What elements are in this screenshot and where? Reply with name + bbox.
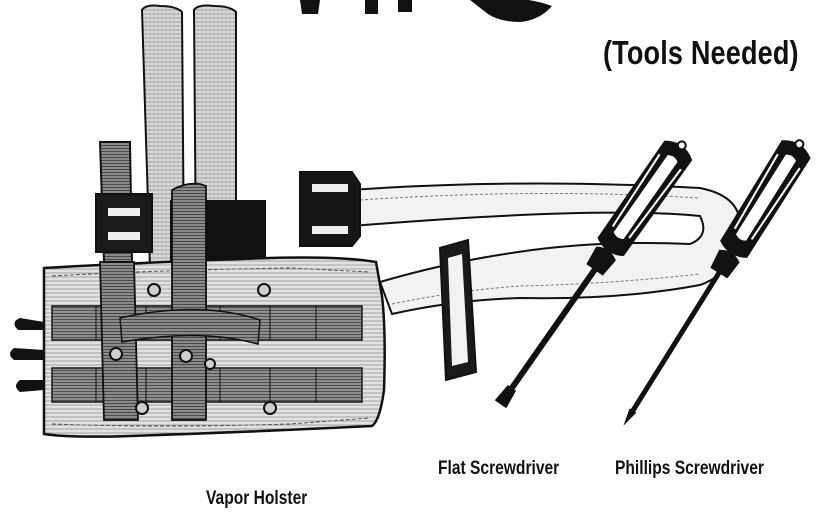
flat-screwdriver-icon (494, 140, 693, 409)
flat-screwdriver-label: Flat Screwdriver (438, 458, 560, 479)
side-release-buckle (95, 193, 153, 253)
phillips-screwdriver-icon (623, 139, 811, 426)
holster-illustration (10, 4, 742, 438)
vapor-holster-label: Vapor Holster (206, 488, 308, 509)
phillips-screwdriver-label: Phillips Screwdriver (615, 458, 764, 479)
tools-needed-heading: (Tools Needed) (603, 34, 799, 71)
waist-belt (299, 171, 742, 382)
cropped-title-fragment (300, 0, 552, 22)
holster-panel (10, 182, 386, 438)
